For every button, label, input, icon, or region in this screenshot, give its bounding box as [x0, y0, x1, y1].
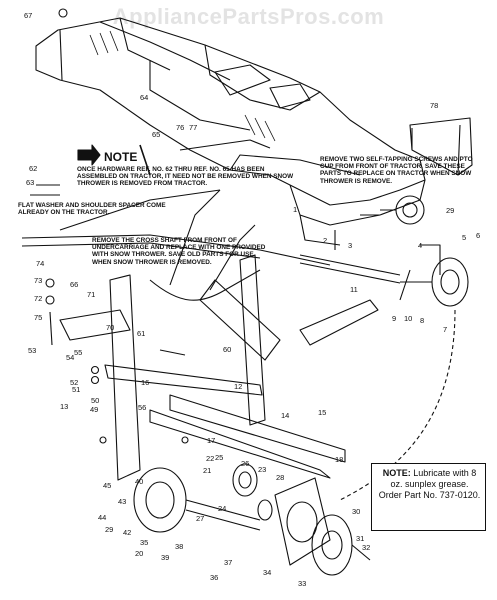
part-label: 50: [91, 396, 99, 405]
note-remove-screws: REMOVE TWO SELF-TAPPING SCREWS AND PTO C…: [320, 156, 473, 185]
part-label: 60: [223, 345, 231, 354]
part-label: 30: [352, 507, 360, 516]
part-label: 66: [70, 280, 78, 289]
part-label: 13: [60, 402, 68, 411]
part-label: 52: [70, 378, 78, 387]
part-label: 73: [34, 276, 42, 285]
part-label: 76: [176, 123, 184, 132]
part-label: 65: [152, 130, 160, 139]
part-label: 23: [258, 465, 266, 474]
part-label: 2: [323, 236, 327, 245]
part-label: 27: [196, 514, 204, 523]
part-number-labels: 67 78 64 65 76 77 62 63 1 2 29 3 4 5 6 7…: [24, 11, 480, 588]
part-label: 21: [203, 466, 211, 475]
part-label: 14: [281, 411, 289, 420]
part-label: 31: [356, 534, 364, 543]
part-label: 75: [34, 313, 42, 322]
pulley-right: [431, 257, 469, 307]
part-label: 64: [140, 93, 148, 102]
part-label: 39: [161, 553, 169, 562]
part-label: 62: [29, 164, 37, 173]
part-label: 24: [218, 504, 226, 513]
part-label: 67: [24, 11, 32, 20]
note-washer: FLAT WASHER AND SHOULDER SPACER COME ALR…: [18, 202, 166, 217]
part-label: 11: [350, 285, 358, 294]
part-label: 51: [72, 385, 80, 394]
part-label: 12: [234, 382, 242, 391]
watermark: AppliancePartsPros.com: [112, 4, 385, 29]
part-label: 33: [298, 579, 306, 588]
part-label: 10: [404, 314, 412, 323]
part-label: 71: [87, 290, 95, 299]
part-label: 40: [135, 477, 143, 486]
part-label: 5: [462, 233, 466, 242]
part-label: 54: [66, 353, 74, 362]
lube-note-label: NOTE:: [382, 468, 411, 478]
part-label: 36: [210, 573, 218, 582]
part-label: 56: [138, 403, 146, 412]
undercarriage: [109, 274, 141, 481]
part-label: 37: [224, 558, 232, 567]
gear-housing-right: [274, 477, 331, 566]
part-label: 32: [362, 543, 370, 552]
part-label: 34: [263, 568, 271, 577]
part-label: 42: [123, 528, 131, 537]
part-label: 25: [215, 453, 223, 462]
part-label: 70: [106, 323, 114, 332]
part-label: 49: [90, 405, 98, 414]
part-label: 29: [105, 525, 113, 534]
part-label: 74: [36, 259, 44, 268]
part-label: 45: [103, 481, 111, 490]
note-hardware: ONCE HARDWARE REF. NO. 62 THRU REF. NO. …: [77, 166, 294, 188]
part-label: 16: [141, 378, 149, 387]
part-label: 8: [420, 316, 424, 325]
part-label: 22: [206, 454, 214, 463]
part-label: 6: [476, 231, 480, 240]
part-label: 17: [207, 436, 215, 445]
part-label: 44: [98, 513, 106, 522]
part-label: 53: [28, 346, 36, 355]
tractor-frame: [35, 17, 426, 206]
part-label: 77: [189, 123, 197, 132]
part-label: 26: [241, 459, 249, 468]
lubrication-note-box: NOTE: Lubricate with 8 oz. sunplex greas…: [371, 463, 486, 531]
part-label: 29: [446, 206, 454, 215]
part-label: 28: [276, 473, 284, 482]
note-heading: NOTE: [104, 150, 138, 164]
part-label: 3: [348, 241, 352, 250]
part-label: 15: [318, 408, 326, 417]
part-label: 43: [118, 497, 126, 506]
part-label: 35: [140, 538, 148, 547]
part-label: 38: [175, 542, 183, 551]
part-label: 18: [335, 455, 343, 464]
lube-note-text: Lubricate with 8 oz. sunplex grease. Ord…: [378, 468, 481, 500]
part-label: 1: [293, 205, 297, 214]
cross-shaft: [21, 234, 331, 266]
part-label: 9: [392, 314, 396, 323]
note-cross-shaft: REMOVE THE CROSS SHAFT FROM FRONT OF UND…: [92, 237, 266, 266]
part-label: 63: [26, 178, 34, 187]
part-label: 61: [137, 329, 145, 338]
cover-plate: [311, 514, 353, 576]
part-label: 7: [443, 325, 447, 334]
part-label: 78: [430, 101, 438, 110]
part-label: 4: [418, 241, 422, 250]
part-label: 20: [135, 549, 143, 558]
part-label: 72: [34, 294, 42, 303]
part-label: 55: [74, 348, 82, 357]
